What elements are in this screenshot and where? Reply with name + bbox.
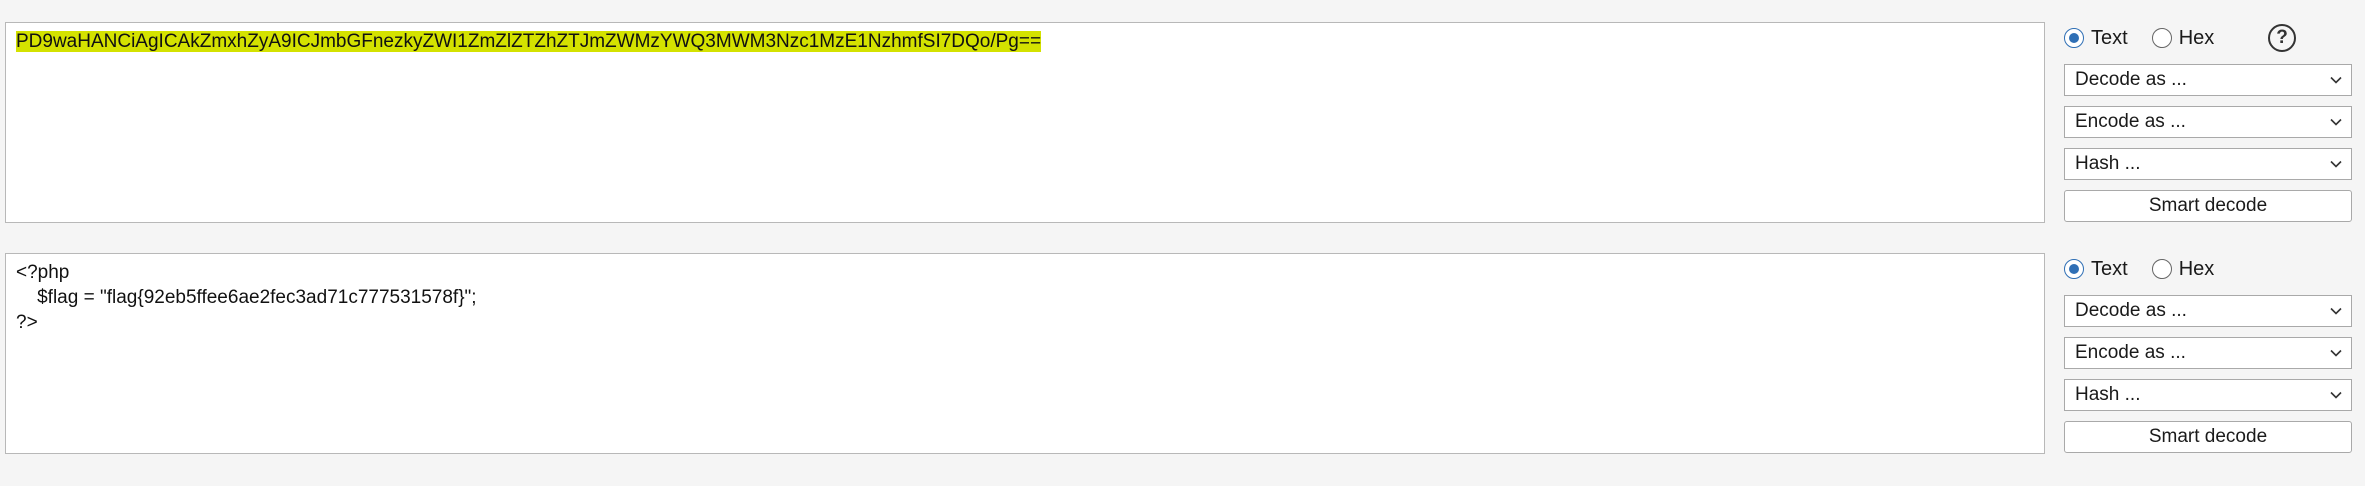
input-decode-as-select[interactable]: Decode as ...	[2064, 64, 2352, 96]
radio-unchecked-icon[interactable]	[2151, 28, 2172, 48]
output-hex-radio[interactable]: Hex	[2151, 257, 2215, 281]
input-hex-radio-label: Hex	[2178, 26, 2215, 49]
input-smart-decode-button[interactable]: Smart decode	[2064, 190, 2352, 222]
decoder-input-panel[interactable]: PD9waHANCiAgICAkZmxhZyA9ICJmbGFnezkyZWI1…	[5, 22, 2045, 223]
radio-checked-icon[interactable]	[2064, 259, 2084, 279]
output-hash-select[interactable]: Hash ...	[2064, 379, 2352, 411]
decoder-output-text[interactable]: <?php $flag = "flag{92eb5ffee6ae2fec3ad7…	[16, 260, 2034, 447]
input-hash-label: Hash ...	[2075, 153, 2141, 174]
chevron-down-icon	[2330, 118, 2342, 126]
output-text-radio-label: Text	[2091, 257, 2128, 280]
output-line: <?php	[16, 262, 70, 283]
radio-unchecked-icon[interactable]	[2151, 259, 2172, 279]
decoder-input-text[interactable]: PD9waHANCiAgICAkZmxhZyA9ICJmbGFnezkyZWI1…	[16, 29, 2034, 216]
output-encode-as-select[interactable]: Encode as ...	[2064, 337, 2352, 369]
input-decode-as-label: Decode as ...	[2075, 69, 2187, 90]
output-hash-label: Hash ...	[2075, 384, 2141, 405]
output-controls: Text Hex Decode as ... Encode as ... Has…	[2064, 253, 2352, 453]
output-decode-as-select[interactable]: Decode as ...	[2064, 295, 2352, 327]
chevron-down-icon	[2330, 349, 2342, 357]
input-text-radio-label: Text	[2091, 26, 2128, 49]
output-text-radio[interactable]: Text	[2064, 258, 2128, 281]
input-encode-as-select[interactable]: Encode as ...	[2064, 106, 2352, 138]
input-text-radio[interactable]: Text	[2064, 27, 2128, 50]
chevron-down-icon	[2330, 160, 2342, 168]
input-hash-select[interactable]: Hash ...	[2064, 148, 2352, 180]
help-icon[interactable]: ?	[2268, 24, 2296, 52]
output-smart-decode-button[interactable]: Smart decode	[2064, 421, 2352, 453]
input-controls: Text Hex ? Decode as ... Encode as ... H…	[2064, 22, 2352, 222]
decoder-output-panel[interactable]: <?php $flag = "flag{92eb5ffee6ae2fec3ad7…	[5, 253, 2045, 454]
output-line: $flag = "flag{92eb5ffee6ae2fec3ad71c7775…	[16, 287, 477, 308]
selected-text[interactable]: PD9waHANCiAgICAkZmxhZyA9ICJmbGFnezkyZWI1…	[16, 31, 1042, 52]
output-encode-as-label: Encode as ...	[2075, 342, 2186, 363]
output-decode-as-label: Decode as ...	[2075, 300, 2187, 321]
input-hex-radio[interactable]: Hex	[2151, 26, 2215, 50]
output-format-radio-group: Text Hex	[2064, 253, 2352, 285]
input-encode-as-label: Encode as ...	[2075, 111, 2186, 132]
output-hex-radio-label: Hex	[2178, 257, 2215, 280]
chevron-down-icon	[2330, 307, 2342, 315]
chevron-down-icon	[2330, 76, 2342, 84]
radio-checked-icon[interactable]	[2064, 28, 2084, 48]
chevron-down-icon	[2330, 391, 2342, 399]
output-line: ?>	[16, 312, 38, 333]
input-format-radio-group: Text Hex ?	[2064, 22, 2352, 54]
